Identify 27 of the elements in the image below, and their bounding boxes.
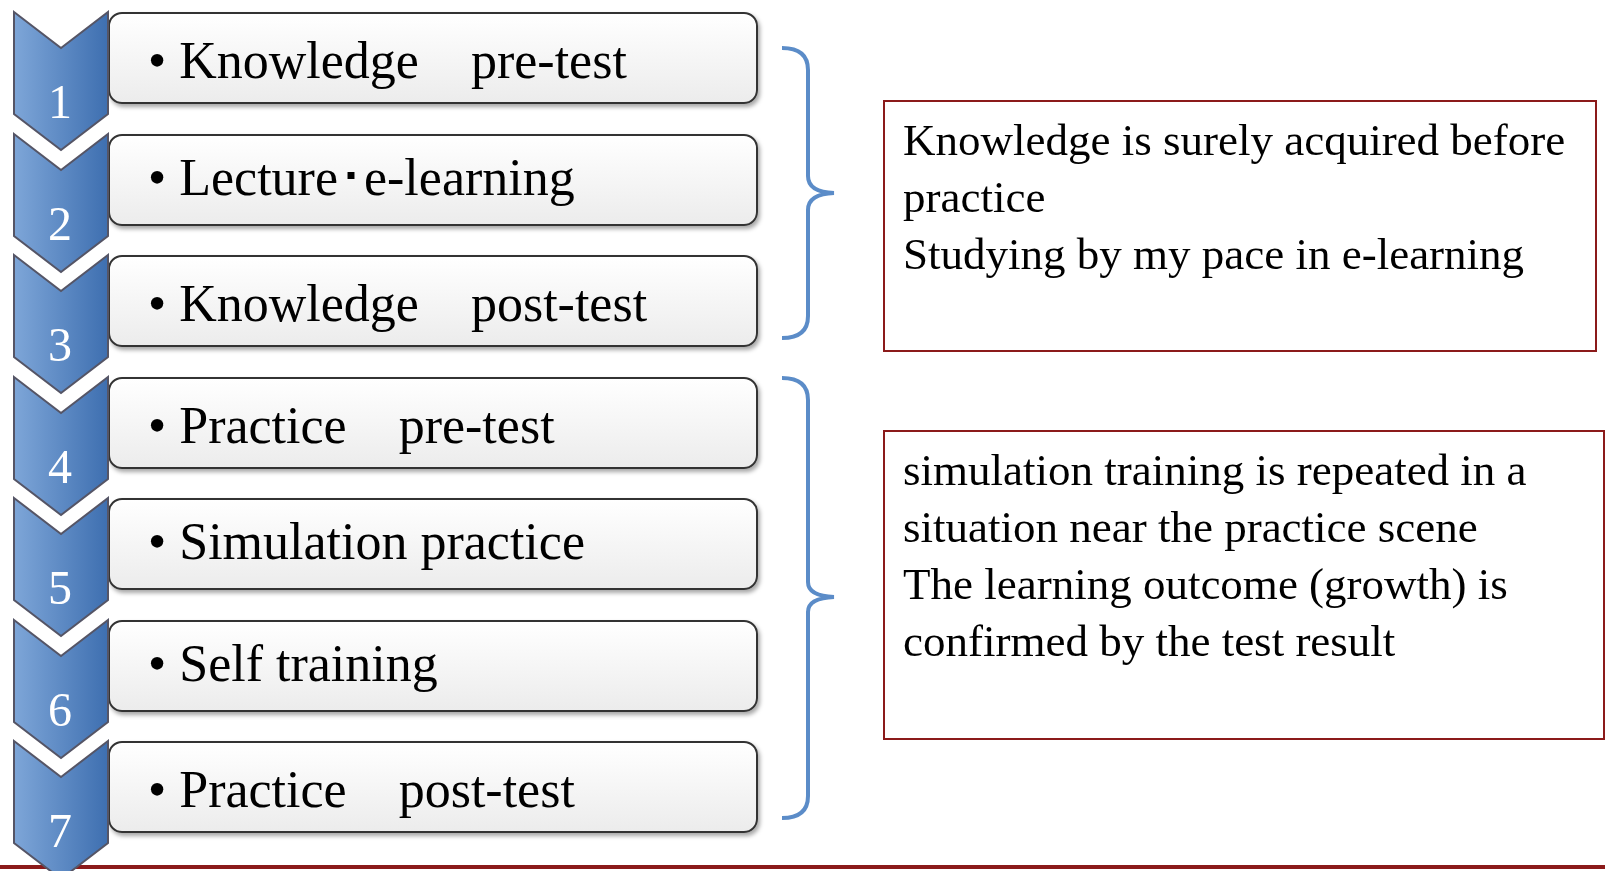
step-label: • Practice post-test [148, 760, 575, 820]
chevron-step [12, 617, 112, 760]
step-number: 3 [47, 317, 73, 372]
note-text: The learning outcome (growth) is confirmed by the test result [903, 558, 1509, 668]
chevron-step [12, 131, 112, 274]
step-label: • Knowledge post-test [148, 274, 648, 334]
chevron-step [12, 496, 112, 638]
step-label: • Simulation practice [148, 512, 585, 571]
note-text: simulation training is repeated in a situation near the practice scene [903, 444, 1528, 554]
note-box [883, 430, 1605, 740]
chevron-step [12, 374, 112, 517]
chevron-step [12, 739, 112, 871]
chevron-step [12, 10, 112, 152]
step-number: 1 [47, 74, 73, 129]
step-label: • Practice pre-test [148, 395, 555, 456]
note-text: Studying by my pace in e-learning [903, 228, 1526, 281]
step-label: • Lecture･e-learning [148, 147, 575, 207]
step-label: • Knowledge pre-test [148, 31, 627, 91]
step-number: 7 [47, 803, 73, 858]
chevron-step [12, 253, 112, 395]
step-number: 2 [47, 195, 73, 251]
step-label: • Self training [148, 633, 438, 693]
step-number: 5 [47, 560, 73, 615]
note-text: Knowledge is surely acquired before practice [903, 114, 1567, 224]
step-number: 4 [47, 438, 73, 494]
step-number: 6 [47, 681, 73, 737]
note-box [883, 100, 1597, 352]
